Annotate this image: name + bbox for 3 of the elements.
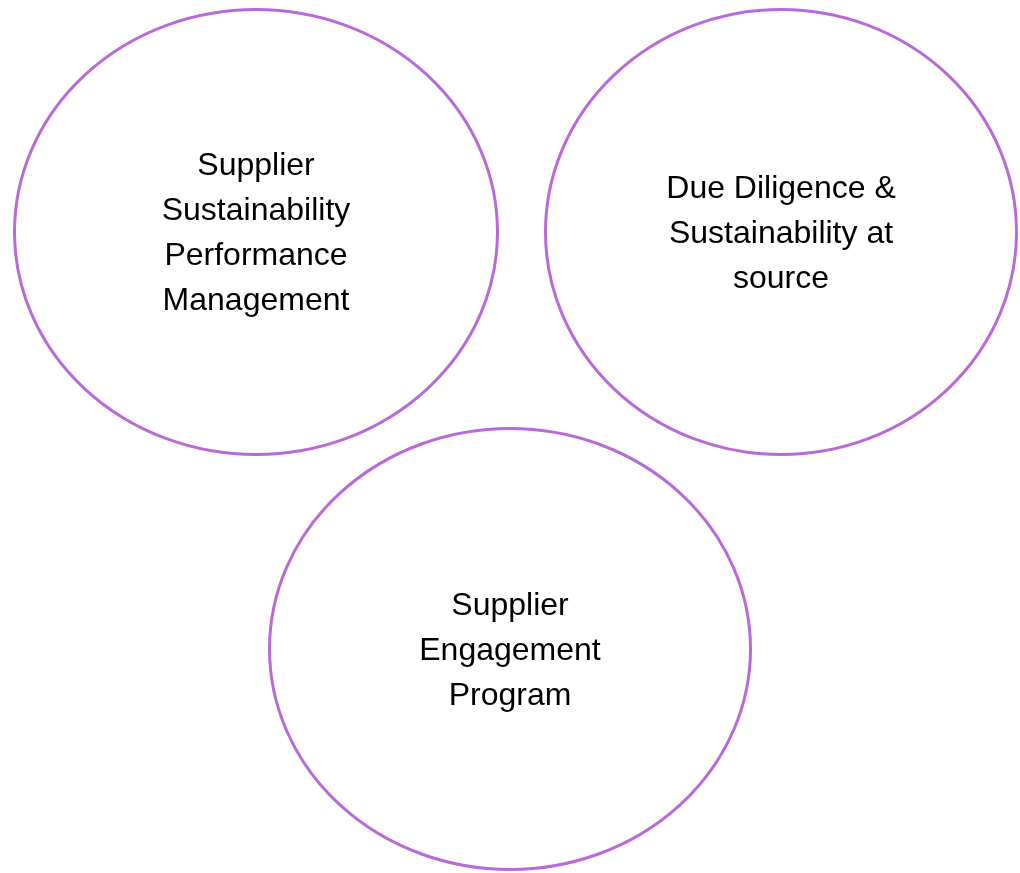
node-label: Supplier Sustainability Performance Management (160, 145, 352, 319)
node-label: Due Diligence & Sustainability at source (665, 167, 897, 297)
node-label: Supplier Engagement Program (418, 584, 602, 714)
